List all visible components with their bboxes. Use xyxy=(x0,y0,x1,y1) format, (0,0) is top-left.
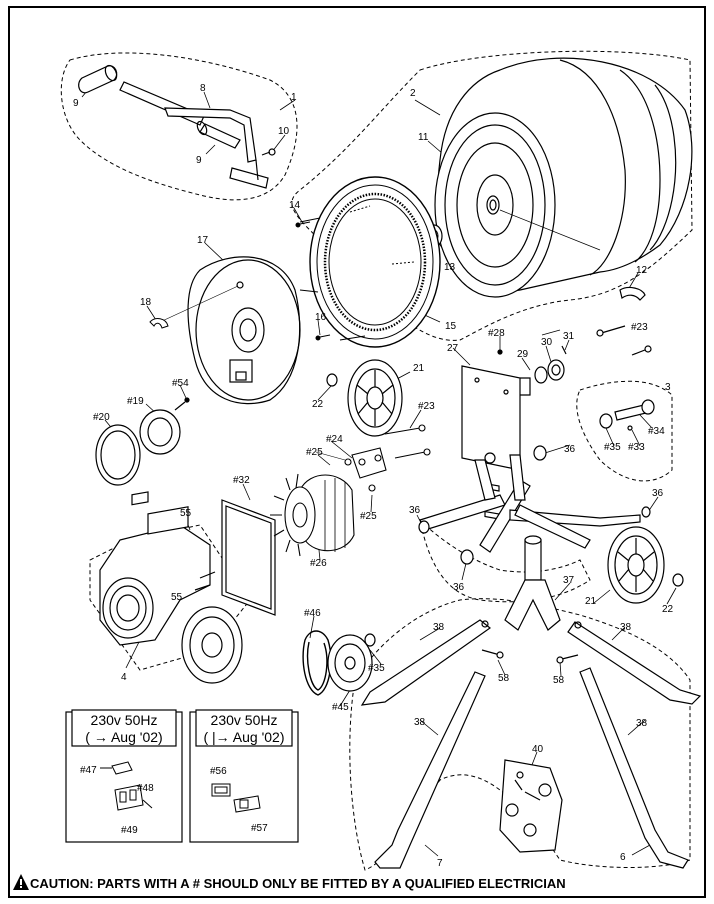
label-33: #33 xyxy=(628,442,645,453)
label-34: #34 xyxy=(648,426,665,437)
label-38b: 38 xyxy=(620,622,632,633)
electrical-insets xyxy=(65,709,299,843)
outline-drum-assembly xyxy=(291,50,693,341)
drum xyxy=(434,57,693,301)
label-21b: 21 xyxy=(585,596,597,607)
label-57: #57 xyxy=(251,823,268,834)
label-30: 30 xyxy=(541,337,553,348)
clip-18 xyxy=(149,318,169,329)
label-36b: 36 xyxy=(409,505,421,516)
label-17: 17 xyxy=(197,235,209,246)
drum-back-plate xyxy=(159,256,301,405)
label-54: #54 xyxy=(172,378,189,389)
belt xyxy=(302,630,332,696)
label-15: 15 xyxy=(445,321,457,332)
label-16: 16 xyxy=(315,312,327,323)
diagram-frame xyxy=(8,6,706,898)
outline-frame-assembly xyxy=(419,518,591,603)
label-12: 12 xyxy=(636,265,648,276)
label-29: 29 xyxy=(517,349,529,360)
label-38a: 38 xyxy=(433,622,445,633)
motor-cover xyxy=(95,397,190,486)
bracket-40 xyxy=(499,759,563,853)
label-35b: #35 xyxy=(368,663,385,674)
warning-icon xyxy=(13,874,29,890)
pulley-45 xyxy=(327,633,376,692)
label-19: #19 xyxy=(127,396,144,407)
label-56: #56 xyxy=(210,766,227,777)
frame xyxy=(418,325,652,565)
caution-notice: CAUTION: PARTS WITH A # SHOULD ONLY BE F… xyxy=(30,876,566,891)
screws xyxy=(295,221,331,341)
label-32: #32 xyxy=(233,475,250,486)
label-2: 2 xyxy=(410,88,416,99)
label-58b: 58 xyxy=(553,675,565,686)
inset-left-line1: 230v 50Hz xyxy=(91,712,158,728)
label-55b: 55 xyxy=(171,592,183,603)
label-1: 1 xyxy=(291,92,297,103)
outline-handle-assembly xyxy=(60,52,298,201)
label-9a: 9 xyxy=(73,98,79,109)
label-25a: #25 xyxy=(306,447,323,458)
label-22b: 22 xyxy=(662,604,674,615)
label-48: #48 xyxy=(137,783,154,794)
label-38d: 38 xyxy=(636,718,648,729)
wheel-upper xyxy=(326,359,403,437)
label-7: 7 xyxy=(437,858,443,869)
label-37: 37 xyxy=(563,575,575,586)
stand-legs xyxy=(360,619,702,869)
label-35a: #35 xyxy=(604,442,621,453)
outline-axle-assembly xyxy=(576,380,673,482)
label-9b: 9 xyxy=(196,155,202,166)
label-20: #20 xyxy=(93,412,110,423)
label-45: #45 xyxy=(332,702,349,713)
motor xyxy=(270,424,431,557)
label-18: 18 xyxy=(140,297,152,308)
label-28: #28 xyxy=(488,328,505,339)
label-27: 27 xyxy=(447,343,459,354)
label-58a: 58 xyxy=(498,673,510,684)
label-36d: 36 xyxy=(652,488,664,499)
label-6: 6 xyxy=(620,852,626,863)
label-23a: #23 xyxy=(631,322,648,333)
inset-left-line2: ( → Aug '02) xyxy=(85,729,162,745)
label-31: 31 xyxy=(563,331,575,342)
wheel-lower xyxy=(607,526,684,604)
label-3: 3 xyxy=(665,382,671,393)
label-46: #46 xyxy=(304,608,321,619)
label-40: 40 xyxy=(532,744,544,755)
inset-right-line1: 230v 50Hz xyxy=(211,712,278,728)
label-14: 14 xyxy=(289,200,301,211)
label-26: #26 xyxy=(310,558,327,569)
gearbox xyxy=(99,491,243,684)
label-10: 10 xyxy=(278,126,290,137)
label-13: 13 xyxy=(444,262,456,273)
label-22a: 22 xyxy=(312,399,324,410)
panel-32 xyxy=(221,499,276,616)
ring-gear xyxy=(299,176,441,348)
handle-assembly xyxy=(78,64,276,189)
label-36a: 36 xyxy=(564,444,576,455)
inset-right-line2: ( |→ Aug '02) xyxy=(203,729,284,745)
label-49: #49 xyxy=(121,825,138,836)
label-24: #24 xyxy=(326,434,343,445)
label-21a: 21 xyxy=(413,363,425,374)
label-4: 4 xyxy=(121,672,127,683)
stand-center xyxy=(504,535,561,631)
axle-assembly xyxy=(599,399,655,431)
label-11: 11 xyxy=(418,132,429,143)
part-labels: 1 2 3 4 6 7 8 9 9 10 11 12 13 14 15 16 1… xyxy=(73,83,674,869)
label-55a: 55 xyxy=(180,508,192,519)
label-36c: 36 xyxy=(453,582,465,593)
label-38c: 38 xyxy=(414,717,426,728)
label-8: 8 xyxy=(200,83,206,94)
label-25b: #25 xyxy=(360,511,377,522)
outline-stand-assembly xyxy=(349,598,691,871)
label-47: #47 xyxy=(80,765,97,776)
label-23b: #23 xyxy=(418,401,435,412)
